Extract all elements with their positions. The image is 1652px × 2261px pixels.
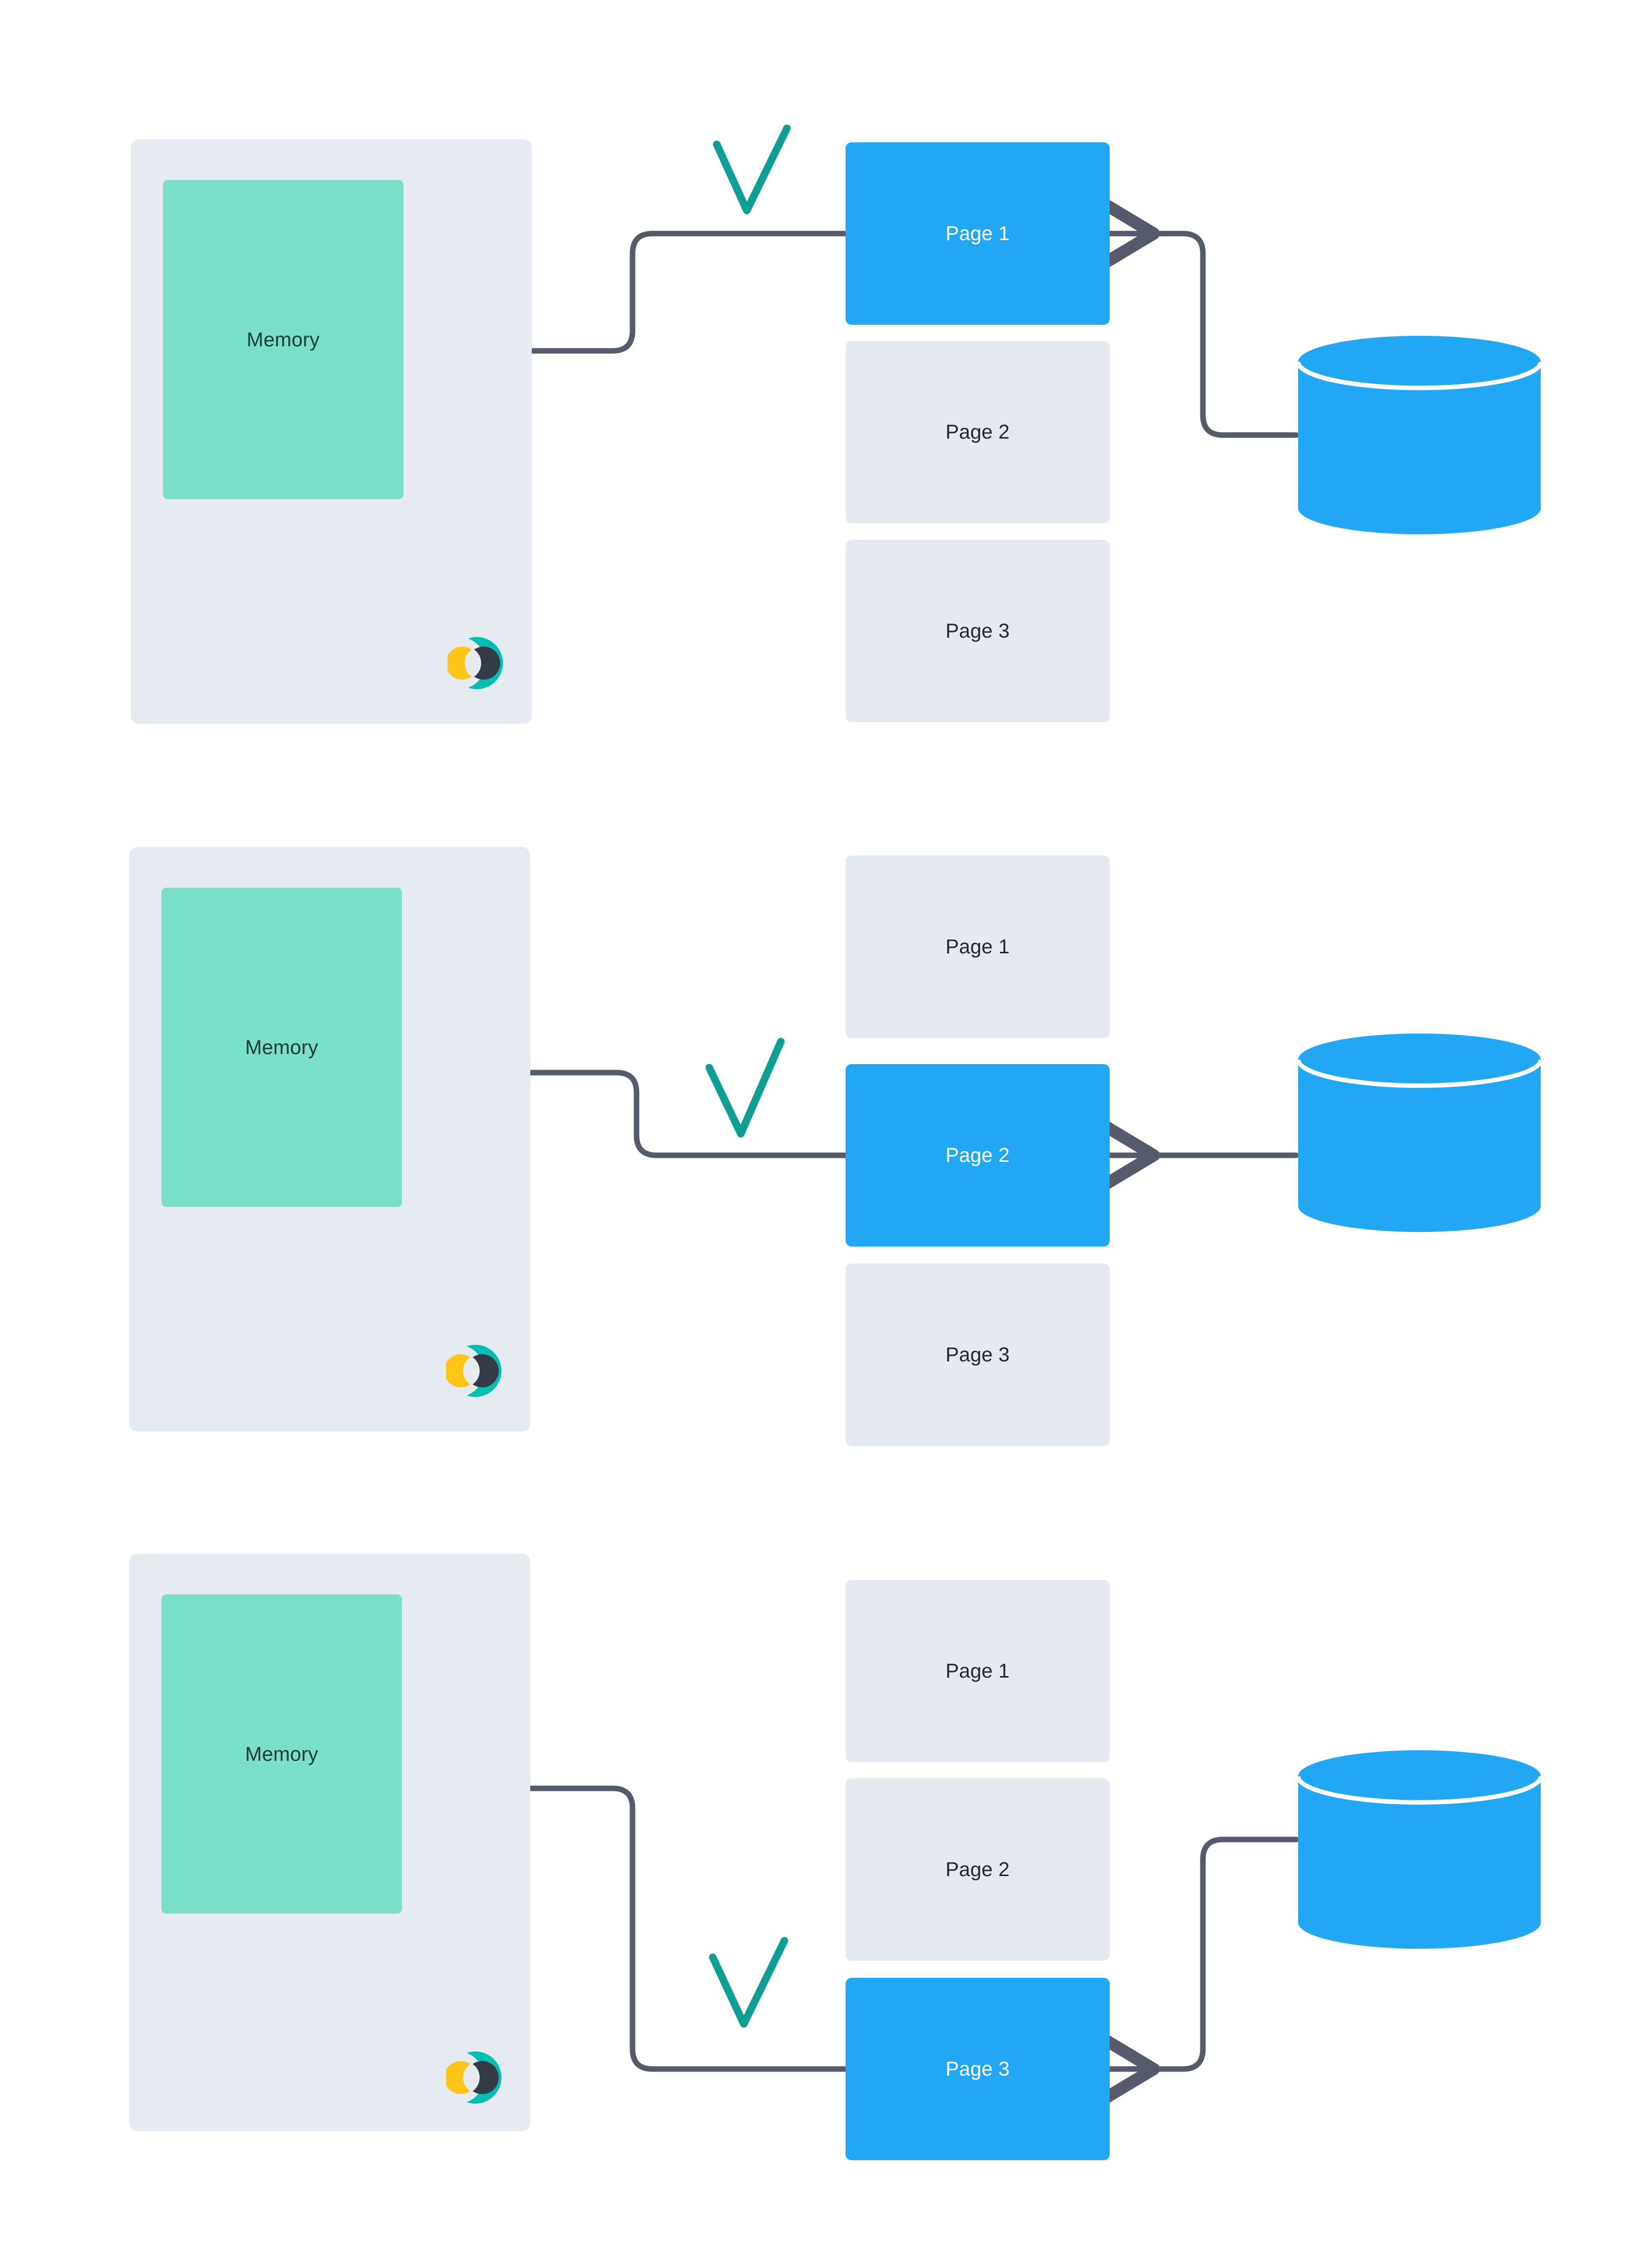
page-label-2-g2: Page 2 (945, 1144, 1010, 1166)
page-box-3-g3[interactable]: Page 3 (846, 1978, 1110, 2160)
datasource-g3[interactable]: Data Source (1296, 1749, 1652, 1950)
memory-label-g1: Memory (247, 328, 320, 351)
brand-logo-icon-g3 (446, 2051, 502, 2104)
page-label-1-g1: Page 1 (945, 223, 1010, 245)
database-cylinder-icon-g2 (1296, 1034, 1543, 1232)
check-icon-g1 (713, 124, 791, 215)
memory-label-g2: Memory (245, 1036, 318, 1059)
memory-box-g2[interactable]: Memory (161, 888, 402, 1207)
datasource-g2[interactable]: Data Source (1296, 1033, 1652, 1233)
brand-logo-icon-g1 (448, 637, 503, 689)
check-icon-g3 (709, 1937, 788, 2028)
connector-datasource-to-page1-g1 (1110, 234, 1299, 438)
check-icon-g2 (705, 1038, 785, 1138)
connector-page3-to-memory-g3 (416, 1788, 849, 2072)
database-cylinder-icon-g3 (1296, 1750, 1543, 1949)
memory-label-g3: Memory (245, 1743, 318, 1765)
page-label-3-g3: Page 3 (945, 2058, 1010, 2080)
connector-datasource-to-page3-g3 (1110, 1836, 1299, 2069)
page-label-1-g2: Page 1 (945, 936, 1010, 958)
datasource-label-g2: Data Source (1609, 1145, 1652, 1167)
page-box-2-g1[interactable]: Page 2 (846, 341, 1110, 523)
page-box-1-g2[interactable]: Page 1 (846, 856, 1110, 1038)
memory-box-g3[interactable]: Memory (161, 1594, 402, 1914)
brand-logo-icon-g2 (446, 1345, 502, 1397)
page-box-3-g1[interactable]: Page 3 (846, 540, 1110, 722)
page-box-1-g3[interactable]: Page 1 (846, 1580, 1110, 1762)
page-label-3-g1: Page 3 (945, 620, 1010, 642)
database-cylinder-icon-g1 (1296, 336, 1543, 534)
page-box-3-g2[interactable]: Page 3 (846, 1264, 1110, 1446)
datasource-label-g1: Data Source (1609, 428, 1652, 450)
page-box-2-g2[interactable]: Page 2 (846, 1064, 1110, 1247)
connector-page2-to-memory-g2 (416, 1073, 849, 1158)
page-label-3-g2: Page 3 (945, 1344, 1010, 1366)
connector-page1-to-memory-g1 (416, 231, 849, 351)
datasource-g1[interactable]: Data Source (1296, 335, 1652, 535)
datasource-label-g3: Data Source (1609, 1862, 1652, 1884)
memory-box-g1[interactable]: Memory (163, 180, 403, 499)
page-label-2-g1: Page 2 (945, 421, 1010, 443)
page-box-2-g3[interactable]: Page 2 (846, 1778, 1110, 1961)
page-box-1-g1[interactable]: Page 1 (846, 142, 1110, 325)
page-label-1-g3: Page 1 (945, 1660, 1010, 1682)
page-label-2-g3: Page 2 (945, 1859, 1010, 1881)
